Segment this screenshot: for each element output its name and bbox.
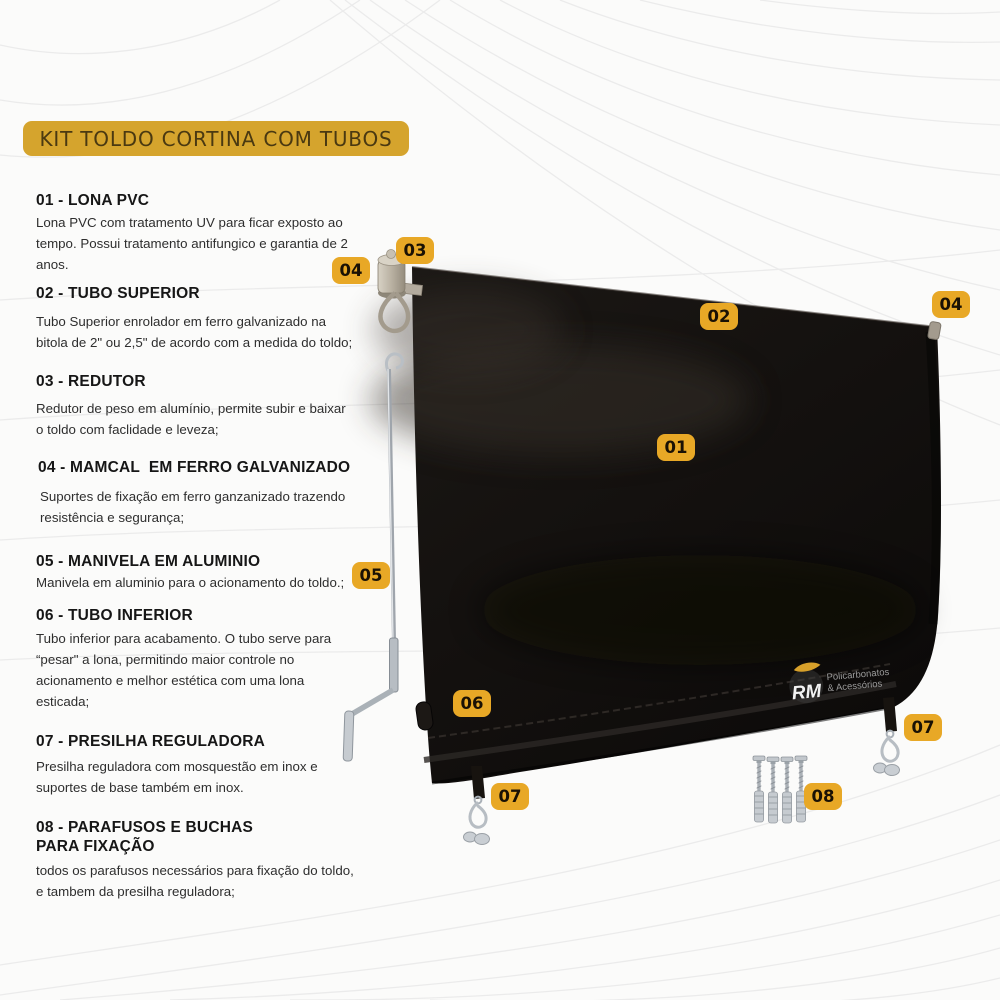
- section-heading: 03 - REDUTOR: [36, 373, 146, 390]
- section-body: Tubo inferior para acabamento. O tubo se…: [36, 631, 332, 709]
- mamcal-right-icon: [927, 321, 942, 340]
- logo-line1: Policarbonatos: [826, 667, 890, 683]
- tube-end-cap: [415, 701, 434, 731]
- section-heading: 04 - MAMCAL EM FERRO GALVANIZADO: [38, 459, 351, 476]
- section-body: Lona PVC com tratamento UV para ficar ex…: [36, 215, 348, 272]
- presilha-left-icon: [463, 766, 490, 845]
- section-parafusos: 08 - PARAFUSOS E BUCHAS PARA FIXAÇÃO tod…: [36, 818, 384, 902]
- badge-02: 02: [700, 303, 738, 330]
- section-body: Redutor de peso em alumínio, permite sub…: [36, 401, 346, 437]
- section-body: Manivela em aluminio para o acionamento …: [36, 575, 345, 590]
- badge-08: 08: [804, 783, 842, 810]
- logo-circle: [789, 669, 824, 704]
- section-heading: 05 - MANIVELA EM ALUMINIO: [36, 553, 261, 570]
- logo-abbr: RM: [791, 681, 823, 705]
- page-title: KIT TOLDO CORTINA COM TUBOS: [23, 121, 409, 156]
- section-heading: 02 - TUBO SUPERIOR: [36, 285, 200, 302]
- badge-06: 06: [453, 690, 491, 717]
- section-manivela: 05 - MANIVELA EM ALUMINIO Manivela em al…: [36, 552, 384, 593]
- presilha-right-icon: [873, 697, 900, 776]
- section-heading: 06 - TUBO INFERIOR: [36, 607, 193, 624]
- parafusos-icon: [752, 755, 808, 824]
- section-redutor: 03 - REDUTOR Redutor de peso em alumínio…: [36, 372, 384, 440]
- section-presilha: 07 - PRESILHA REGULADORA Presilha regula…: [36, 732, 384, 798]
- section-body: Presilha reguladora com mosquestão em in…: [36, 759, 318, 795]
- badge-03: 03: [396, 237, 434, 264]
- section-lona-pvc: 01 - LONA PVC Lona PVC com tratamento UV…: [36, 191, 384, 275]
- badge-07-right: 07: [904, 714, 942, 741]
- section-body: todos os parafusos necessários para fixa…: [36, 863, 354, 899]
- brand-logo: RM Policarbonatos & Acessórios: [789, 662, 890, 705]
- badge-01: 01: [657, 434, 695, 461]
- section-body: Suportes de fixação em ferro ganzanizado…: [40, 489, 346, 525]
- section-heading: 08 - PARAFUSOS E BUCHAS PARA FIXAÇÃO: [36, 819, 254, 855]
- section-mamcal: 04 - MAMCAL EM FERRO GALVANIZADO Suporte…: [38, 458, 386, 528]
- logo-leaf-icon: [793, 662, 821, 672]
- badge-04-right: 04: [932, 291, 970, 318]
- badge-04-left: 04: [332, 257, 370, 284]
- badge-07-left: 07: [491, 783, 529, 810]
- section-tubo-inferior: 06 - TUBO INFERIOR Tubo inferior para ac…: [36, 606, 384, 712]
- section-heading: 01 - LONA PVC: [36, 192, 150, 209]
- logo-line2: & Acessórios: [827, 678, 883, 694]
- section-body: Tubo Superior enrolador em ferro galvani…: [36, 314, 353, 350]
- section-heading: 07 - PRESILHA REGULADORA: [36, 733, 265, 750]
- badge-05: 05: [352, 562, 390, 589]
- section-tubo-superior: 02 - TUBO SUPERIOR Tubo Superior enrolad…: [36, 284, 384, 353]
